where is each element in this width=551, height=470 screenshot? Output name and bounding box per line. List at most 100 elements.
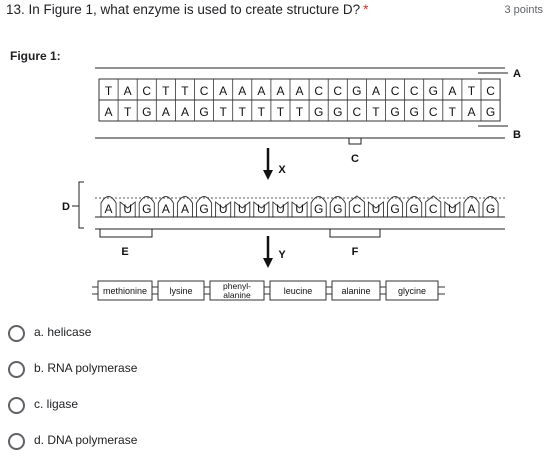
mrna-nucleotide-shape: [387, 196, 404, 217]
question-header: 13. In Figure 1, what enzyme is used to …: [6, 2, 543, 22]
dna-top-base: C: [410, 84, 419, 98]
option-b-label: b. RNA polymerase: [34, 361, 138, 375]
dna-top-base: A: [296, 84, 304, 98]
dna-transcription-diagram: ATAATCGTATACGATATATATATCGCGGCATCGCGGCATT…: [62, 67, 521, 301]
dna-top-base: C: [314, 84, 323, 98]
mrna-nucleotide-shape: [138, 196, 155, 217]
dna-bottom-base: T: [449, 105, 457, 119]
dna-top-base: A: [448, 84, 456, 98]
mrna-base: A: [467, 202, 475, 216]
dna-bottom-base: T: [296, 105, 304, 119]
option-a-label: a. helicase: [34, 325, 92, 339]
amino-acid-label: phenyl-: [223, 281, 251, 291]
mrna-nucleotide-shape: [425, 195, 442, 217]
dna-bottom-base: C: [429, 105, 438, 119]
radio-button-a[interactable]: [8, 325, 25, 342]
mrna-nucleotide-shape: [253, 201, 270, 217]
mrna-nucleotide-shape: [157, 196, 174, 217]
dna-top-base: A: [372, 84, 380, 98]
mrna-base: U: [372, 202, 381, 216]
mrna-nucleotide-shape: [482, 196, 499, 217]
amino-acid-label: lysine: [169, 286, 192, 296]
label-a: A: [513, 68, 521, 80]
dna-bottom-base: T: [124, 105, 132, 119]
dna-bottom-base: G: [314, 105, 323, 119]
label-c: C: [351, 153, 359, 165]
mrna-base: U: [295, 202, 304, 216]
mrna-nucleotide-shape: [463, 196, 480, 217]
dna-top-base: A: [257, 84, 265, 98]
dna-bottom-base: G: [142, 105, 151, 119]
radio-button-d[interactable]: [8, 433, 25, 450]
amino-acid-box: [97, 280, 153, 301]
amino-acid-box: [209, 280, 265, 301]
bracket-f: [329, 229, 381, 238]
mrna-base: G: [390, 202, 399, 216]
label-y: Y: [278, 249, 286, 261]
mrna-base: A: [181, 202, 189, 216]
dna-top-base: C: [391, 84, 400, 98]
mrna-nucleotide-shape: [119, 201, 136, 217]
dna-top-base: C: [486, 84, 495, 98]
dna-bottom-base: T: [372, 105, 380, 119]
radio-button-c[interactable]: [8, 397, 25, 414]
label-b: B: [513, 129, 521, 141]
mrna-base: G: [333, 202, 342, 216]
question-title: 13. In Figure 1, what enzyme is used to …: [6, 2, 368, 17]
mrna-nucleotide-shape: [329, 196, 346, 217]
dna-top-base: T: [162, 84, 170, 98]
mrna-base: A: [162, 202, 170, 216]
amino-acid-label: alanine: [341, 286, 370, 296]
dna-bottom-base: C: [353, 105, 362, 119]
dna-top-base: A: [276, 84, 284, 98]
dna-top-base: T: [105, 84, 113, 98]
dna-top-base: A: [124, 84, 132, 98]
dna-top-base: C: [142, 84, 151, 98]
mrna-nucleotide-shape: [196, 196, 213, 217]
option-d-label: d. DNA polymerase: [34, 433, 138, 447]
mrna-nucleotide-shape: [310, 196, 327, 217]
bracket-c: [348, 138, 362, 145]
question-text: 13. In Figure 1, what enzyme is used to …: [6, 2, 361, 17]
bracket-d: [78, 181, 84, 229]
mrna-base: G: [486, 202, 495, 216]
dna-bottom-base: T: [277, 105, 285, 119]
dna-bottom-base: G: [409, 105, 418, 119]
mrna-nucleotide-shape: [215, 201, 232, 217]
radio-button-b[interactable]: [8, 361, 25, 378]
dna-bottom-base: A: [467, 105, 475, 119]
mrna-nucleotide-shape: [234, 201, 251, 217]
figure-label: Figure 1:: [10, 49, 61, 63]
mrna-base: G: [199, 202, 208, 216]
dna-bottom-base: A: [162, 105, 170, 119]
dna-bottom-base: G: [199, 105, 208, 119]
mrna-base: U: [276, 202, 285, 216]
amino-acid-box: [269, 280, 327, 301]
required-marker: *: [363, 2, 369, 17]
mrna-base: A: [105, 202, 113, 216]
mrna-base: U: [219, 202, 228, 216]
bracket-e: [99, 229, 153, 238]
arrow-y-head: [263, 258, 273, 268]
amino-acid-box: [157, 280, 205, 301]
dna-top-base: C: [200, 84, 209, 98]
mrna-base: G: [314, 202, 323, 216]
mrna-nucleotide-shape: [348, 195, 365, 217]
mrna-base: C: [353, 202, 362, 216]
dna-bottom-base: A: [181, 105, 189, 119]
dna-top-base: A: [238, 84, 246, 98]
option-c-label: c. ligase: [34, 397, 79, 411]
mrna-nucleotide-shape: [100, 196, 117, 217]
dna-top-base: T: [468, 84, 476, 98]
dna-bottom-base: T: [239, 105, 247, 119]
label-e: E: [121, 246, 128, 258]
mrna-nucleotide-shape: [406, 196, 423, 217]
mrna-base: U: [238, 202, 247, 216]
mrna-base: U: [257, 202, 266, 216]
dna-bottom-base: G: [390, 105, 399, 119]
mrna-nucleotide-shape: [367, 201, 384, 217]
label-f: F: [352, 246, 359, 258]
dna-bottom-base: G: [333, 105, 342, 119]
amino-acid-label: methionine: [103, 286, 147, 296]
